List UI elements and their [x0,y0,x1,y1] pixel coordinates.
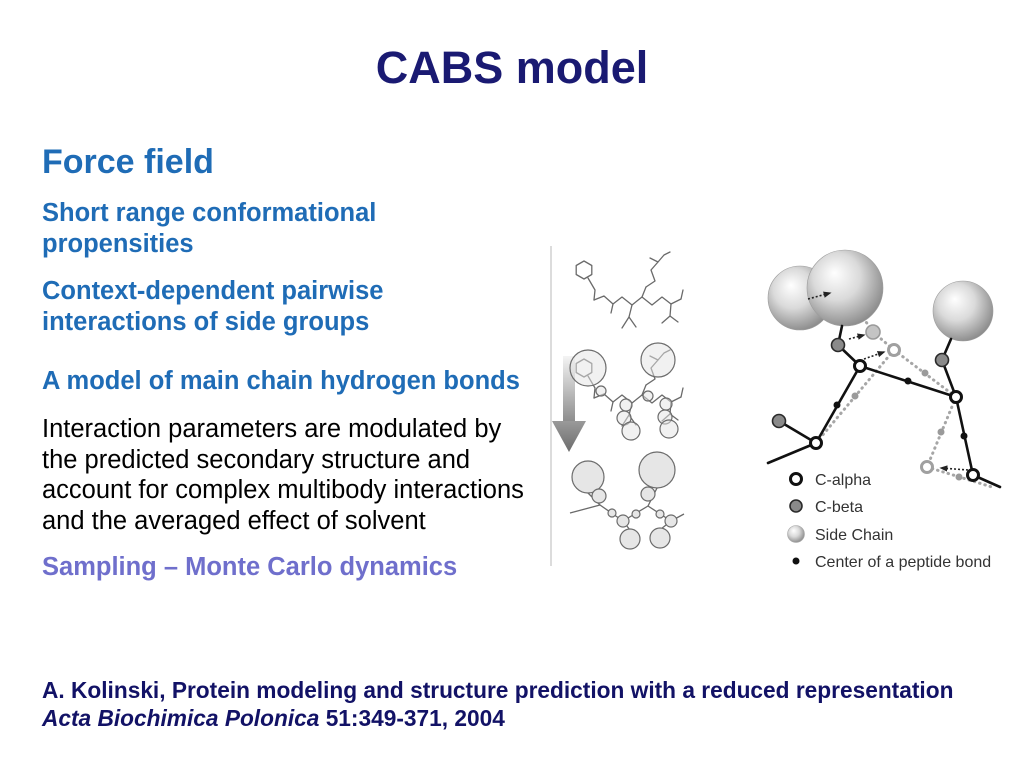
side-chain-circle [638,451,676,489]
legend-label-side-chain: Side Chain [815,527,893,544]
c-alpha-circle [659,397,673,411]
peptide-bond-center [833,401,841,409]
side-chain-circle [659,419,679,439]
alternative-peptide-bond-center [921,369,929,377]
citation-volume: 51:349-371, 2004 [325,705,505,731]
description-line: account for complex multibody interactio… [42,476,524,505]
legend-label-peptide-bond-center: Center of a peptide bond [815,554,991,571]
c-alpha-circle [595,385,607,397]
overlay-structure [569,342,684,441]
peptide-bond-center [904,377,912,385]
atom-bond-line [610,303,614,314]
atom-bond-line [680,289,684,300]
c-alpha-atom [949,390,963,404]
section-heading: Force field [42,143,214,181]
side-chain-sphere [932,280,994,342]
move-arrow [863,351,886,360]
description-line: the predicted secondary structure and [42,445,471,474]
point-short-range: Short range conformational propensities [42,198,376,260]
atom-bond-line [587,277,596,301]
c-alpha-atom [853,359,867,373]
atom-bond-line [680,387,684,398]
virtual-bond [766,441,818,465]
side-chain-circle [621,421,641,441]
cabs-chain-panel [766,249,1002,489]
description-line: Interaction parameters are modulated by [42,415,502,443]
side-chain-circle [640,342,676,378]
c-beta-atom [771,413,787,429]
atom-bond-line [669,315,679,323]
c-alpha-circle [642,390,654,402]
peptide-center-circle [655,509,665,519]
c-alpha-icon [789,472,803,486]
alternative-peptide-bond-center [937,428,945,436]
figure-legend: C-alpha C-beta Side Chain Center of a pe… [787,472,991,571]
description-line: and the averaged effect of solvent [42,507,426,536]
move-arrow [939,465,969,472]
peptide-center-circle [607,508,617,518]
down-arrow-head [552,421,586,452]
description-paragraph: Interaction parameters are modulated by … [42,414,524,537]
atom-bond-line [621,304,633,329]
point-hydrogen-bonds: A model of main chain hydrogen bonds [42,366,520,397]
side-chain-icon [787,525,805,543]
c-beta-circle [640,486,656,502]
alternative-c-alpha-atom [887,343,901,357]
side-chain-sphere [806,249,884,327]
point-pairwise: Context-dependent pairwise interactions … [42,276,383,338]
legend-label-c-alpha: C-alpha [815,472,871,489]
citation-reference: A. Kolinski, Protein modeling and struct… [42,677,954,703]
alternative-peptide-bond-center [955,473,963,481]
cabs-model-figure: C-alpha C-beta Side Chain Center of a pe… [550,246,1002,571]
citation-source: Acta Biochimica Polonica 51:349-371, 200… [42,704,953,732]
point-line: interactions of side groups [42,308,370,336]
c-beta-atom [830,337,846,353]
coarse-graining-panel [550,246,685,566]
atom-bond-line [645,251,671,288]
c-alpha-circle [664,514,678,528]
legend-label-c-beta: C-beta [815,499,863,516]
all-atom-structure [575,251,684,329]
peptide-center-circle [631,509,641,519]
alternative-peptide-bond-center [851,392,859,400]
atom-bond-line [575,260,593,280]
citation: A. Kolinski, Protein modeling and struct… [42,676,953,732]
atom-bond-line [593,295,682,306]
point-line: propensities [42,230,194,258]
citation-journal: Acta Biochimica Polonica [42,705,320,731]
slide-title: CABS model [375,42,649,93]
alternative-c-alpha-atom [920,460,934,474]
atom-bond-line [610,401,614,412]
point-line: A model of main chain hydrogen bonds [42,367,520,395]
atom-bond-line [649,257,659,263]
atom-bond-line [661,303,672,324]
coarse-grained-structure [569,451,685,550]
move-arrow [848,333,866,340]
c-alpha-atom [809,436,823,450]
c-beta-icon [789,499,803,513]
atom-bond-line [641,286,647,298]
c-beta-atom [934,352,950,368]
side-chain-circle [569,349,607,387]
side-chain-circle [619,528,641,550]
side-chain-circle [571,460,605,494]
alternative-c-beta-atom [865,324,881,340]
atom-bond-line [641,384,647,396]
atom-bond-line [628,316,637,328]
sampling-heading: Sampling – Monte Carlo dynamics [42,553,458,581]
peptide-bond-center-icon [792,557,800,565]
c-alpha-atom [966,468,980,482]
peptide-bond-center [960,432,968,440]
c-alpha-circle [616,514,630,528]
point-line: Short range conformational [42,199,377,227]
c-beta-circle [591,488,607,504]
c-alpha-circle [619,398,633,412]
side-chain-circle [649,527,671,549]
point-line: Context-dependent pairwise [42,277,384,305]
